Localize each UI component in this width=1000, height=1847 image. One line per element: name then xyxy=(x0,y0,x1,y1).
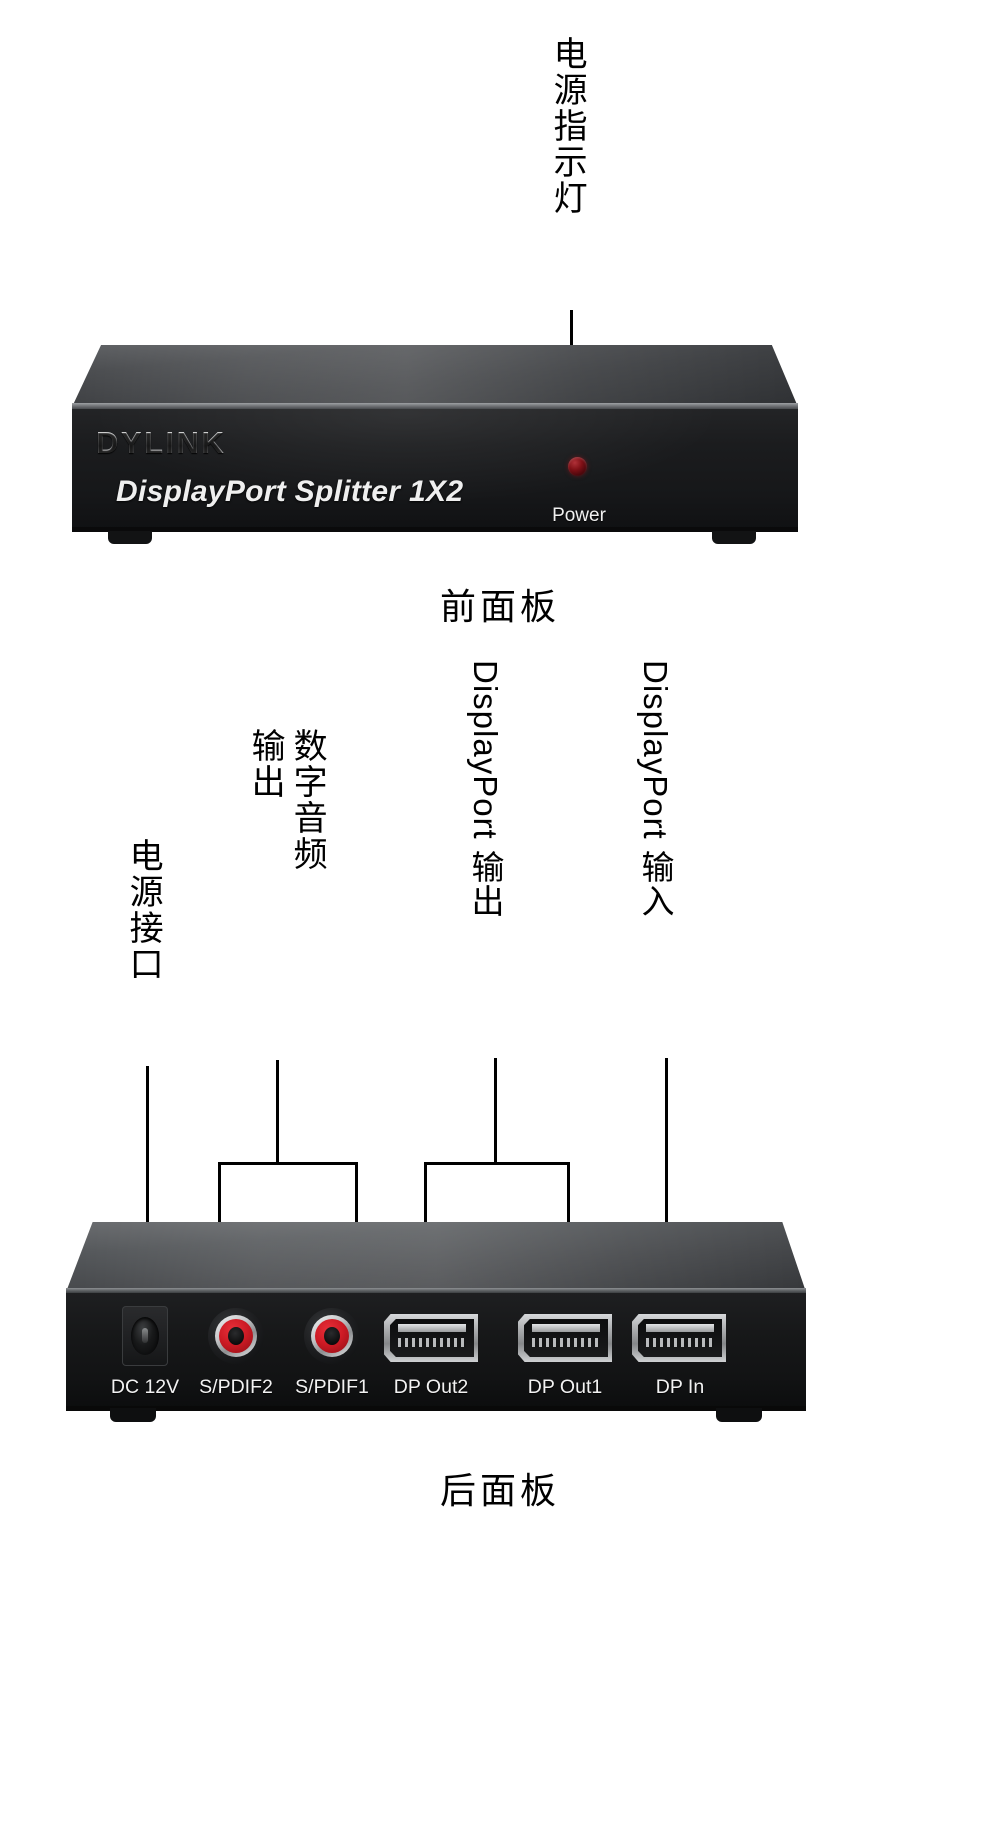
dp-in-tongue xyxy=(646,1324,714,1332)
power-led-indicator xyxy=(568,457,587,476)
rear-chassis-foot-right xyxy=(716,1408,762,1422)
rear-panel-caption: 后面板 xyxy=(439,1471,560,1512)
spdif2-rca-jack xyxy=(208,1308,264,1364)
dp-out1-connector xyxy=(518,1314,612,1362)
rear-chassis-top-highlight xyxy=(66,1222,806,1292)
model-name-text: DisplayPort Splitter 1X2 xyxy=(116,475,464,508)
leader-line-power-jack xyxy=(146,1066,149,1350)
callout-label-spdif-line2: 输出 xyxy=(245,728,286,800)
callout-label-dp-in: DisplayPort 输入 xyxy=(636,660,674,918)
port-label-spdif2: S/PDIF2 xyxy=(199,1376,273,1398)
front-chassis-top-highlight xyxy=(72,345,798,407)
front-panel-caption: 前面板 xyxy=(439,587,560,628)
dp-in-pins xyxy=(646,1338,714,1347)
power-led-label: Power xyxy=(552,505,606,526)
callout-label-power-jack: 电源接口 xyxy=(123,838,164,982)
leader-line-dp-in xyxy=(665,1058,668,1348)
brand-logo: DYLINK xyxy=(96,425,227,460)
callout-label-spdif: 数字音频 输出 xyxy=(245,728,328,872)
leader-line-spdif-stem xyxy=(276,1060,279,1164)
dc-jack-pin xyxy=(142,1328,148,1343)
rear-chassis-top xyxy=(66,1222,806,1292)
front-chassis-edge xyxy=(72,403,798,410)
spdif1-socket-hole xyxy=(324,1327,340,1345)
dp-out1-tongue xyxy=(532,1324,600,1332)
front-chassis-foot-left xyxy=(108,531,152,544)
callout-label-spdif-line1: 数字音频 xyxy=(287,728,328,872)
dp-out2-pins xyxy=(398,1338,466,1347)
front-panel-device: DYLINK DisplayPort Splitter 1X2 Power xyxy=(72,345,798,550)
bracket-top-dp-out xyxy=(424,1162,570,1165)
dc-jack-plate xyxy=(122,1306,168,1366)
port-label-dp-out2: DP Out2 xyxy=(393,1376,469,1398)
port-label-dc-12v: DC 12V xyxy=(110,1376,180,1398)
rear-chassis-edge xyxy=(66,1288,806,1294)
callout-label-power-led: 电源指示灯 xyxy=(547,36,588,216)
dp-out2-connector xyxy=(384,1314,478,1362)
bracket-top-spdif xyxy=(218,1162,358,1165)
front-chassis-face xyxy=(72,409,798,529)
rear-chassis-base xyxy=(66,1406,806,1411)
spdif2-socket-hole xyxy=(228,1327,244,1345)
port-label-spdif1: S/PDIF1 xyxy=(295,1376,369,1398)
dp-in-connector xyxy=(632,1314,726,1362)
front-chassis-foot-right xyxy=(712,531,756,544)
front-chassis-top xyxy=(72,345,798,407)
port-label-dp-in: DP In xyxy=(655,1376,705,1398)
spdif1-rca-jack xyxy=(304,1308,360,1364)
dp-out1-pins xyxy=(532,1338,600,1347)
callout-label-dp-out: DisplayPort 输出 xyxy=(466,660,504,918)
port-label-dp-out1: DP Out1 xyxy=(527,1376,603,1398)
front-chassis-base xyxy=(72,527,798,532)
rear-panel-device: DC 12V S/PDIF2 S/PDIF1 DP Out2 xyxy=(66,1222,806,1430)
front-chassis-face-highlight xyxy=(72,409,798,529)
dp-out2-tongue xyxy=(398,1324,466,1332)
rear-chassis-foot-left xyxy=(110,1408,156,1422)
leader-line-dp-out-stem xyxy=(494,1058,497,1164)
